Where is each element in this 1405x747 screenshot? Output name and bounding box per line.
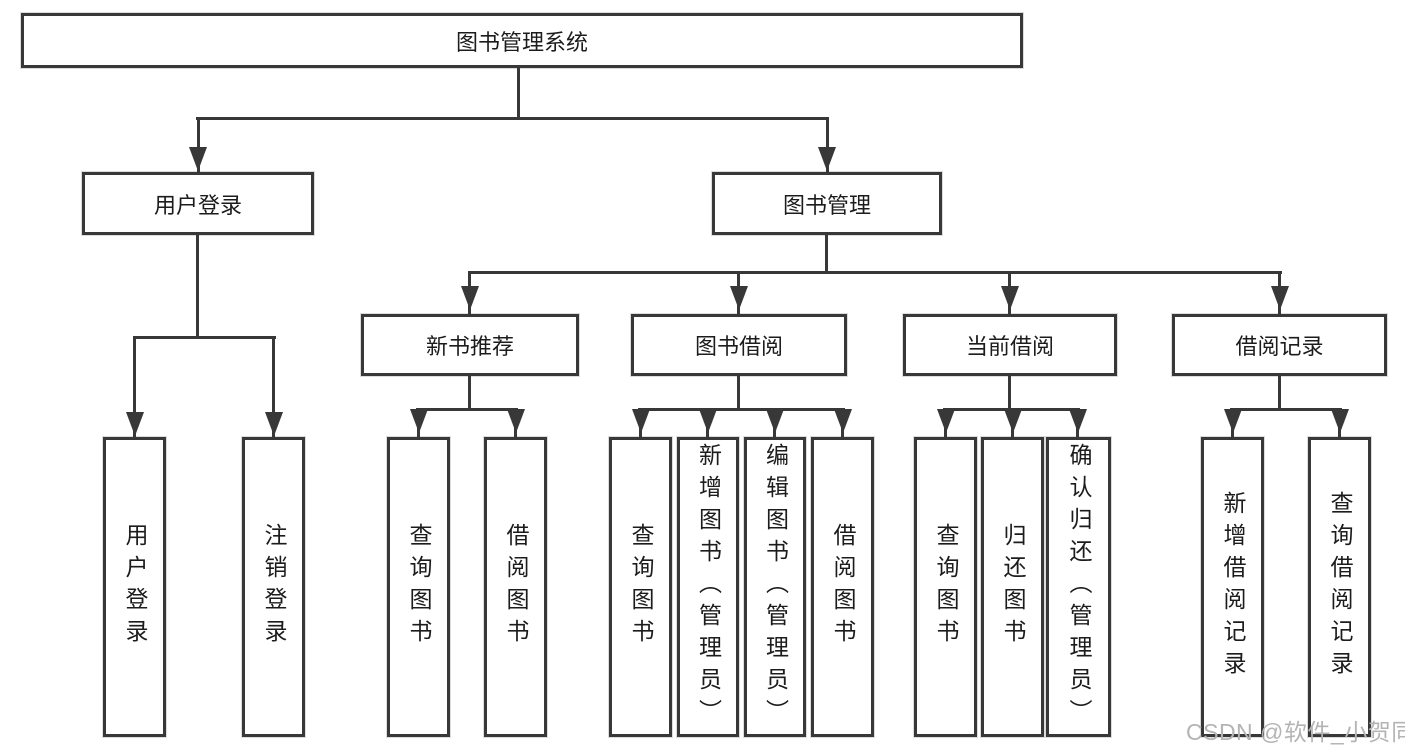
arrow-down-icon xyxy=(507,409,525,433)
arrow-down-icon xyxy=(1069,409,1087,433)
node-current-borrow: 当前借阅 xyxy=(903,314,1117,376)
node-book-management: 图书管理 xyxy=(712,172,942,235)
leaf-label: 归还图书 xyxy=(1000,523,1026,651)
connector-line xyxy=(1278,376,1281,411)
arrow-down-icon xyxy=(730,286,748,310)
leaf-label: 编辑图书（管理员） xyxy=(762,443,789,731)
watermark: CSDN @软件_小贺同学 xyxy=(1186,719,1405,745)
leaf-query-borrow-record: 查询借阅记录 xyxy=(1308,437,1371,737)
connector-line xyxy=(1008,376,1011,411)
connector-line xyxy=(825,235,828,274)
arrow-down-icon xyxy=(126,412,144,436)
leaf-query-books-current: 查询图书 xyxy=(914,437,977,737)
arrow-down-icon xyxy=(818,147,836,171)
connector-line xyxy=(196,235,199,339)
node-new-book-recommend: 新书推荐 xyxy=(361,314,579,376)
leaf-label: 用户登录 xyxy=(122,523,148,651)
node-root: 图书管理系统 xyxy=(21,13,1023,68)
arrow-down-icon xyxy=(1331,409,1349,433)
arrow-down-icon xyxy=(410,409,428,433)
leaf-label: 借阅图书 xyxy=(503,523,529,651)
arrow-down-icon xyxy=(1271,286,1289,310)
leaf-add-books-admin: 新增图书（管理员） xyxy=(677,437,739,737)
arrow-down-icon xyxy=(937,409,955,433)
arrow-down-icon xyxy=(189,147,207,171)
leaf-add-borrow-record: 新增借阅记录 xyxy=(1201,437,1264,737)
connector-line xyxy=(272,336,275,437)
leaf-label: 新增图书（管理员） xyxy=(695,443,722,731)
node-borrow-records: 借阅记录 xyxy=(1172,314,1387,376)
leaf-logout: 注销登录 xyxy=(242,437,305,737)
leaf-edit-books-admin: 编辑图书（管理员） xyxy=(744,437,806,737)
connector-line xyxy=(196,117,829,120)
connector-line xyxy=(133,336,276,339)
connector-line xyxy=(1230,408,1342,411)
leaf-borrow-books-recommend: 借阅图书 xyxy=(484,437,547,737)
connector-line xyxy=(468,271,1282,274)
leaf-query-books-recommend: 查询图书 xyxy=(387,437,450,737)
leaf-label: 查询借阅记录 xyxy=(1327,491,1353,683)
leaf-label: 新增借阅记录 xyxy=(1220,491,1246,683)
leaf-label: 查询图书 xyxy=(628,523,654,651)
arrow-down-icon xyxy=(834,409,852,433)
connector-line xyxy=(638,408,845,411)
leaf-query-books-borrow: 查询图书 xyxy=(609,437,672,737)
arrow-down-icon xyxy=(1224,409,1242,433)
node-user-login: 用户登录 xyxy=(82,172,314,235)
connector-line xyxy=(737,376,740,411)
leaf-label: 查询图书 xyxy=(933,523,959,651)
leaf-user-login: 用户登录 xyxy=(103,437,166,737)
connector-line xyxy=(826,117,829,172)
arrow-down-icon xyxy=(1004,409,1022,433)
arrow-down-icon xyxy=(632,409,650,433)
connector-line xyxy=(197,117,200,172)
connector-line xyxy=(468,376,471,411)
arrow-down-icon xyxy=(699,409,717,433)
arrow-down-icon xyxy=(766,409,784,433)
leaf-return-books: 归还图书 xyxy=(981,437,1044,737)
leaf-label: 确认归还（管理员） xyxy=(1066,443,1092,731)
arrow-down-icon xyxy=(265,412,283,436)
leaf-label: 查询图书 xyxy=(406,523,432,651)
leaf-borrow-books: 借阅图书 xyxy=(811,437,874,737)
arrow-down-icon xyxy=(1001,286,1019,310)
leaf-confirm-return-admin: 确认归还（管理员） xyxy=(1046,437,1111,737)
leaf-label: 注销登录 xyxy=(261,523,287,651)
node-book-borrow: 图书借阅 xyxy=(631,314,847,376)
leaf-label: 借阅图书 xyxy=(830,523,856,651)
connector-line xyxy=(517,68,520,117)
connector-line xyxy=(416,408,518,411)
arrow-down-icon xyxy=(461,286,479,310)
connector-line xyxy=(133,336,136,437)
